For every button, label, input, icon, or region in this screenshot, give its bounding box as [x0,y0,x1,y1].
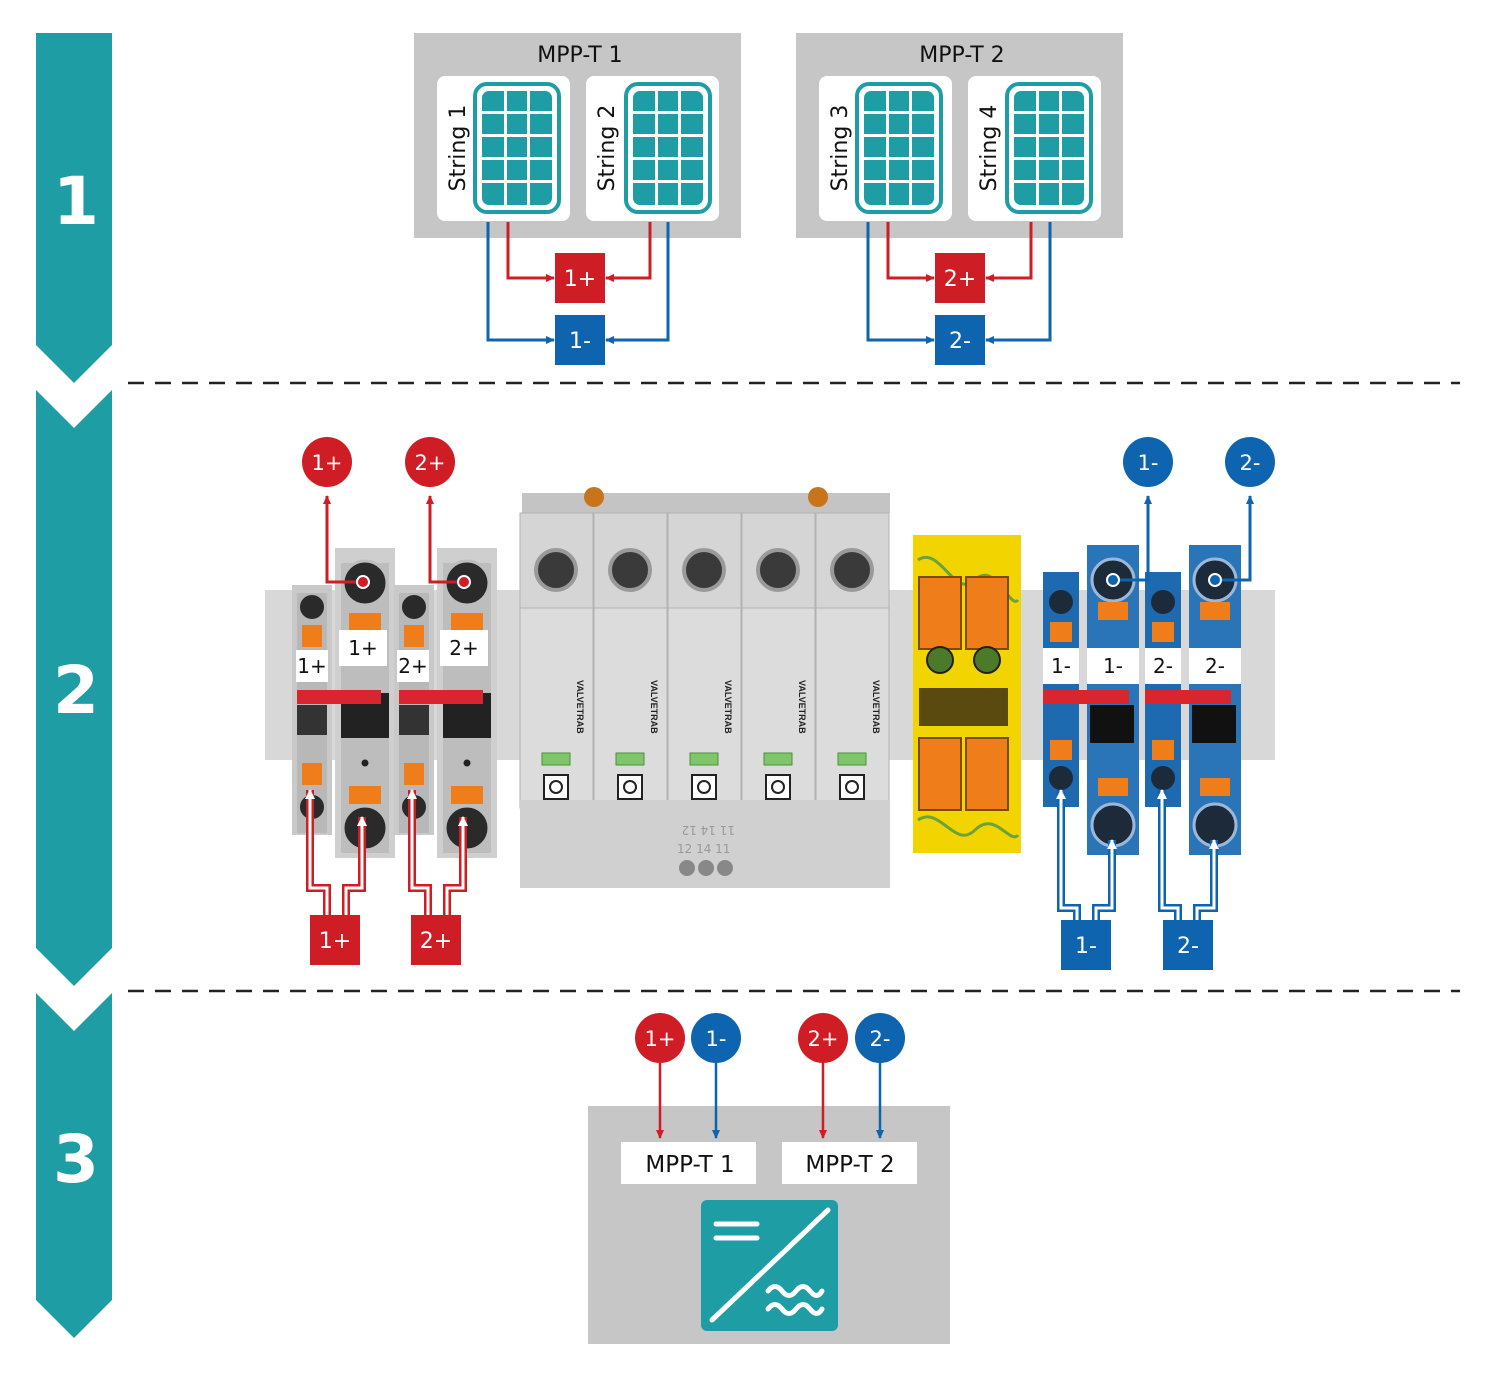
connector-plus-2 [935,253,985,303]
block-label: 1- [1051,654,1071,678]
step-number-2: 2 [53,652,99,729]
badge-label: 2- [870,1027,891,1051]
block-label: 2+ [449,636,478,660]
inverter-input-badge [691,1013,741,1063]
inverter-port-box [782,1142,917,1184]
output-badge-2-plus [405,437,455,487]
step-number-1: 1 [53,163,99,240]
badge-label: 1+ [645,1027,676,1051]
output-badge-1-minus [1123,437,1173,487]
connector-label: 1- [1075,934,1097,959]
step-arrow: 1 2 3 [36,33,112,1338]
block-label-box [397,650,429,682]
badge-label: 2+ [415,451,446,475]
inverter-input-badge [635,1013,685,1063]
block-label: 2- [1205,654,1225,678]
block-label-box [1043,648,1079,684]
badge-label: 1- [1138,451,1159,475]
brand-label: VALVETRAB [649,680,659,734]
mppt-title: MPP-T 1 [537,43,622,68]
input-connector-2-plus [411,915,461,965]
block-label-box [296,650,328,682]
connector-label: 2+ [944,267,976,292]
input-connector-1-minus [1061,920,1111,970]
contact-label: 12 14 11 [677,842,730,856]
badge-label: 2- [1240,451,1261,475]
block-label-box [1145,648,1181,684]
solar-panel-icon [624,82,712,214]
badge-label: 1- [706,1027,727,1051]
block-label: 1- [1103,654,1123,678]
earth-terminal-block [913,535,1021,853]
block-label: 1+ [348,636,377,660]
solar-panel-icon [473,82,561,214]
block-label-box [1189,648,1241,684]
step-arrow-3 [36,993,112,1338]
connector-label: 2- [949,329,971,354]
string-label: String 2 [595,105,620,192]
brand-label: VALVETRAB [871,680,881,734]
inverter-port-label: MPP-T 1 [645,1152,734,1178]
block-label-box [440,630,488,666]
brand-label: VALVETRAB [723,680,733,734]
mppt-group-1-wiring: 1+ 1- [486,222,670,365]
mppt-group-2: MPP-T 2 String 3 String 4 [796,33,1123,238]
solar-panel-icon [855,82,943,214]
inverter-input-badge [798,1013,848,1063]
connector-minus-2 [935,315,985,365]
dc-ac-inverter-icon [701,1200,838,1331]
block-label-box [339,630,387,666]
input-wiring: 1+ 2+ 1- 2- [305,789,1219,970]
connector-label: 1+ [319,929,351,954]
terminal-blocks-negative: 1- 1- 2- 2- [1043,545,1241,855]
string-label: String 4 [977,105,1002,192]
input-connector-1-plus [310,915,360,965]
connector-minus-1 [555,315,605,365]
badge-label: 1+ [312,451,343,475]
mppt-group-2-wiring: 2+ 2- [866,222,1052,365]
block-label: 2- [1153,654,1173,678]
connector-label: 1- [569,329,591,354]
inverter: MPP-T 1 MPP-T 2 [588,1106,950,1344]
connector-label: 1+ [564,267,596,292]
contact-label: 11 14 12 [682,823,735,837]
brand-label: VALVETRAB [797,680,807,734]
badge-label: 2+ [808,1027,839,1051]
inverter-input-badge [855,1013,905,1063]
connector-label: 2- [1177,934,1199,959]
block-label-box [1087,648,1139,684]
connector-plus-1 [555,253,605,303]
mppt-title: MPP-T 2 [919,43,1004,68]
step-arrow-2 [36,390,112,986]
brand-label: VALVETRAB [575,680,585,734]
surge-protection-device: VALVETRAB VALVETRAB VALVETRAB VALVETRAB … [518,487,891,888]
string-label: String 1 [446,105,471,192]
inverter-inputs: 1+ 1- 2+ 2- [635,1013,905,1139]
output-wiring: 1+ 2+ 1- 2- [302,437,1275,589]
input-connector-2-minus [1163,920,1213,970]
inverter-port-label: MPP-T 2 [805,1152,894,1178]
step-number-3: 3 [53,1121,99,1198]
inverter-port-box [621,1142,756,1184]
step-arrow-1 [36,33,112,383]
output-badge-1-plus [302,437,352,487]
output-badge-2-minus [1225,437,1275,487]
block-label: 2+ [398,654,427,678]
mppt-group-1: MPP-T 1 String 1 String 2 [414,33,741,238]
block-label: 1+ [297,654,326,678]
terminal-blocks-positive: 1+ 1+ 2+ 2+ [291,546,499,860]
connector-label: 2+ [420,929,452,954]
solar-panel-icon [1005,82,1093,214]
string-label: String 3 [828,105,853,192]
